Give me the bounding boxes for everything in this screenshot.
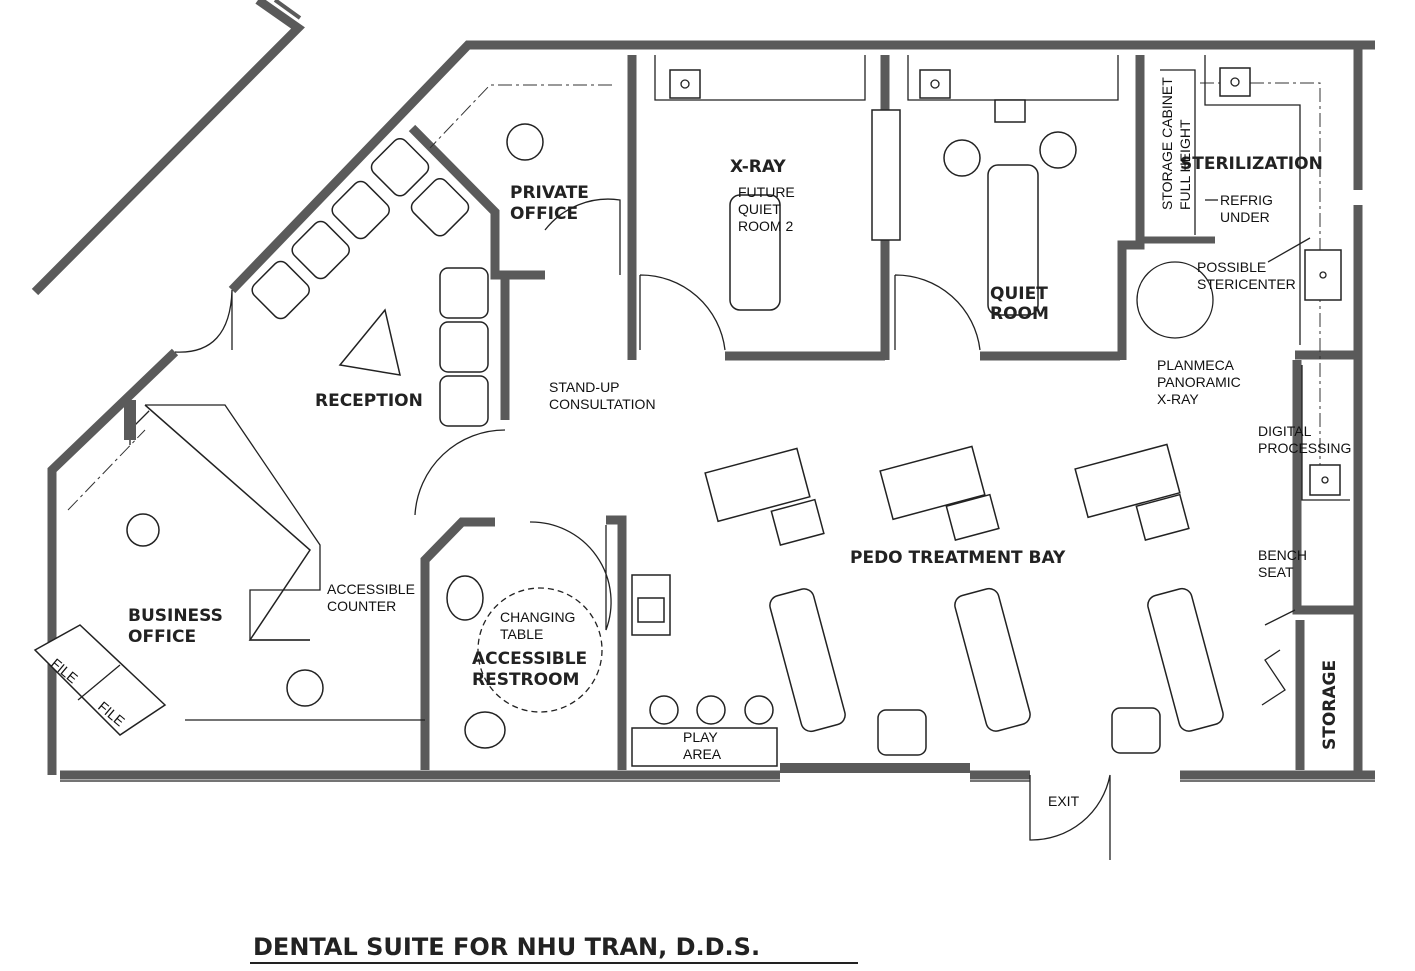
note-stericenter-1: POSSIBLE (1197, 259, 1266, 275)
fixtures (33, 99, 1214, 767)
dental-chairs (729, 164, 1224, 733)
note-digital-2: PROCESSING (1258, 440, 1351, 456)
label-private-office-2: OFFICE (510, 204, 578, 224)
label-storage: STORAGE (1320, 660, 1340, 750)
label-quiet-1: QUIET (990, 284, 1048, 304)
label-business-2: OFFICE (128, 627, 196, 647)
interior-walls (124, 55, 1355, 770)
note-counter-2: COUNTER (327, 598, 396, 614)
note-changing-2: TABLE (500, 626, 543, 642)
note-bench-1: BENCH (1258, 547, 1307, 563)
center-lines (67, 82, 1321, 511)
sinks (631, 67, 1342, 636)
label-quiet-2: ROOM (990, 304, 1049, 324)
note-digital-1: DIGITAL (1258, 423, 1312, 439)
label-future-3: ROOM 2 (738, 218, 793, 234)
note-refrig-2: UNDER (1220, 209, 1270, 225)
note-exit: EXIT (1048, 793, 1080, 809)
note-planmeca-2: PANORAMIC (1157, 374, 1241, 390)
label-business-1: BUSINESS (128, 606, 223, 626)
label-pedo-bay: PEDO TREATMENT BAY (850, 548, 1066, 568)
note-storage-cabinet-1: STORAGE CABINET (1159, 77, 1175, 210)
exterior-walls (47, 40, 1375, 780)
label-restroom-2: RESTROOM (472, 670, 579, 690)
note-planmeca-3: X-RAY (1157, 391, 1199, 407)
reception-chairs (251, 138, 489, 427)
label-sterilization: STERILIZATION (1180, 154, 1323, 174)
room-labels: PRIVATE OFFICE X-RAY FUTURE QUIET ROOM 2… (128, 154, 1340, 750)
label-private-office-1: PRIVATE (510, 183, 589, 203)
treatment-carts (704, 443, 1190, 546)
note-bench-2: SEAT (1258, 564, 1294, 580)
note-changing-1: CHANGING (500, 609, 575, 625)
drawing-title: DENTAL SUITE FOR NHU TRAN, D.D.S. (253, 933, 760, 961)
label-future-1: FUTURE (738, 184, 795, 200)
note-planmeca-1: PLANMECA (1157, 357, 1235, 373)
doors (174, 198, 1296, 860)
note-stericenter-2: STERICENTER (1197, 276, 1296, 292)
label-reception: RECEPTION (315, 391, 423, 411)
note-refrig-1: REFRIG (1220, 192, 1273, 208)
notes: STORAGE CABINET FULL HEIGHT REFRIG UNDER… (48, 77, 1351, 809)
office-chairs (126, 123, 1161, 756)
building-edge (31, 0, 305, 296)
note-counter-1: ACCESSIBLE (327, 581, 415, 597)
label-future-2: QUIET (738, 201, 781, 217)
note-standup-1: STAND-UP (549, 379, 620, 395)
note-storage-cabinet-2: FULL HEIGHT (1177, 119, 1193, 210)
label-restroom-1: ACCESSIBLE (472, 649, 587, 669)
note-standup-2: CONSULTATION (549, 396, 656, 412)
note-play-2: AREA (683, 746, 722, 762)
label-xray: X-RAY (730, 157, 786, 177)
note-play-1: PLAY (683, 729, 718, 745)
counters (144, 55, 1350, 721)
